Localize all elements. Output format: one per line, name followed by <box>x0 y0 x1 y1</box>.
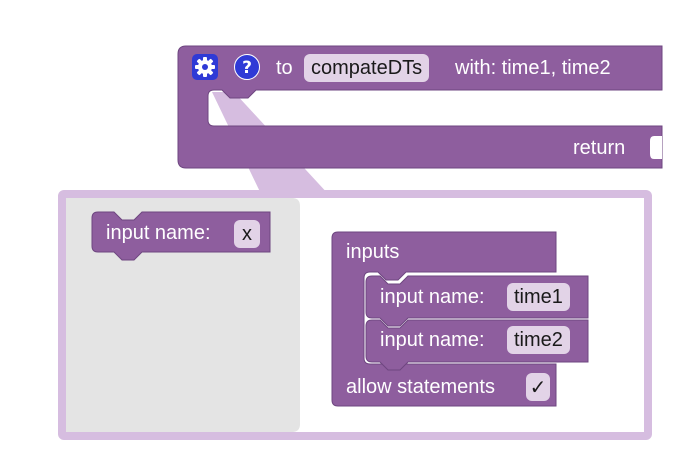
allow-statements-checkbox[interactable]: ✓ <box>526 373 550 401</box>
flyout-input-name-field[interactable]: x <box>234 220 260 248</box>
return-input-notch <box>650 136 662 159</box>
procedure-block-shape[interactable] <box>177 45 663 169</box>
allow-statements-label: allow statements <box>346 376 495 398</box>
procedure-name-field[interactable]: compateDTs <box>304 54 430 82</box>
input-item-label: input name: <box>380 286 485 308</box>
help-icon-glyph: ? <box>242 58 252 78</box>
gear-icon[interactable] <box>192 54 218 80</box>
flyout-input-block-shape[interactable] <box>91 211 271 261</box>
return-label: return <box>573 137 626 159</box>
input-item-label: input name: <box>380 329 485 351</box>
input-item-name-field[interactable]: time2 <box>507 326 570 354</box>
input-item-name-field[interactable]: time1 <box>507 283 570 311</box>
procedure-params-label: with: time1, time2 <box>455 57 611 79</box>
procedure-prefix: to <box>276 57 293 79</box>
flyout-input-label: input name: <box>106 222 211 244</box>
inputs-container-label: inputs <box>346 241 400 263</box>
inputs-container-block-shape[interactable] <box>331 231 557 407</box>
help-icon[interactable]: ? <box>234 54 260 80</box>
gear-icon-glyph <box>195 57 215 77</box>
